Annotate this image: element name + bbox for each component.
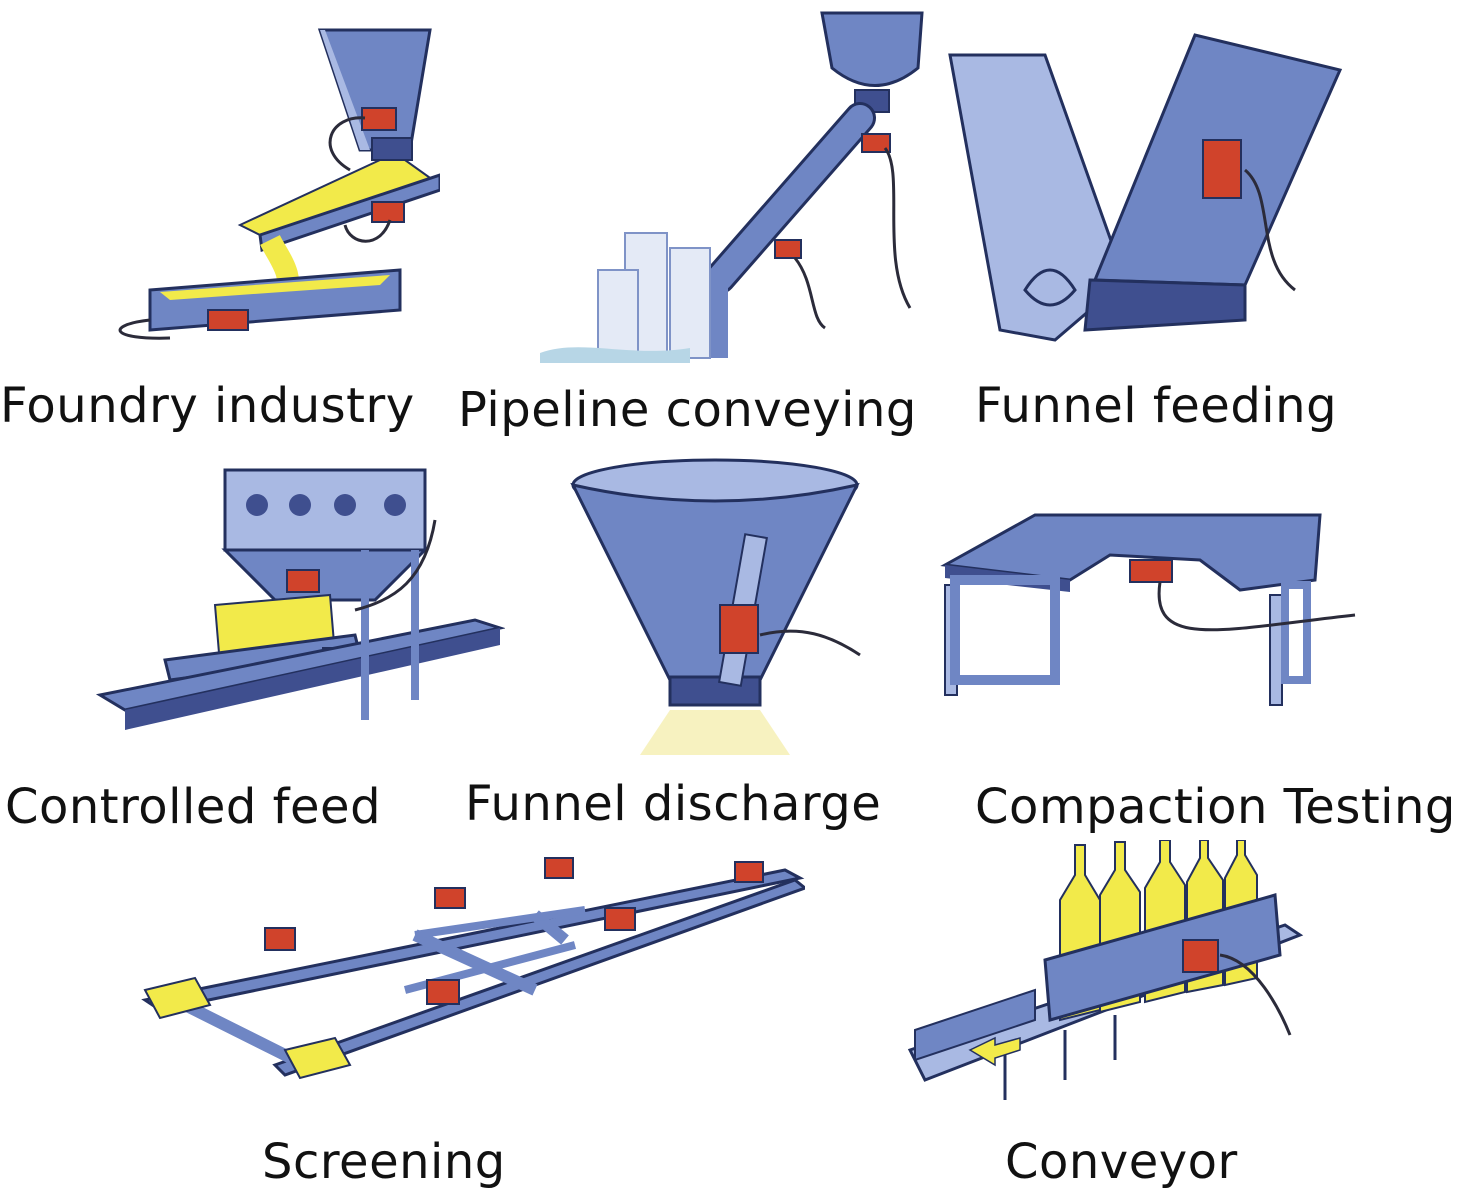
pipeline-conveying-illustration (540, 11, 924, 363)
vibration-motor-icon (371, 201, 405, 223)
vibration-motor-icon (734, 861, 764, 883)
vibration-motor-icon (861, 133, 891, 153)
vibration-motor-icon (1129, 559, 1173, 583)
vibration-motor-icon (604, 907, 636, 931)
funnel-discharge-illustration (570, 458, 861, 755)
funnel-feeding-illustration (948, 33, 1343, 342)
vibration-motor-icon (207, 309, 249, 331)
vibration-motor-icon (774, 239, 802, 259)
vibration-motor-icon (434, 887, 466, 909)
label-compaction-testing: Compaction Testing (975, 779, 1456, 835)
label-controlled-feed: Controlled feed (5, 779, 382, 835)
foundry-industry-illustration (118, 28, 440, 340)
vibration-motor-icon (1202, 139, 1242, 199)
vibration-motor-icon (719, 604, 759, 654)
vibration-motor-icon (426, 979, 460, 1005)
label-pipeline-conveying: Pipeline conveying (458, 382, 917, 438)
label-foundry-industry: Foundry industry (0, 378, 415, 434)
vibration-motor-icon (361, 107, 397, 131)
screening-illustration (141, 857, 805, 1080)
label-screening: Screening (262, 1134, 506, 1190)
conveyor-illustration (907, 840, 1304, 1100)
vibration-motor-icon (286, 569, 320, 593)
vibration-motor-icon (544, 857, 574, 879)
vibration-motor-icon (1182, 939, 1219, 973)
label-conveyor: Conveyor (1005, 1134, 1238, 1190)
compaction-testing-illustration (940, 513, 1356, 706)
label-funnel-discharge: Funnel discharge (465, 776, 882, 832)
controlled-feed-illustration (95, 468, 505, 730)
label-funnel-feeding: Funnel feeding (975, 378, 1338, 434)
vibration-motor-icon (264, 927, 296, 951)
